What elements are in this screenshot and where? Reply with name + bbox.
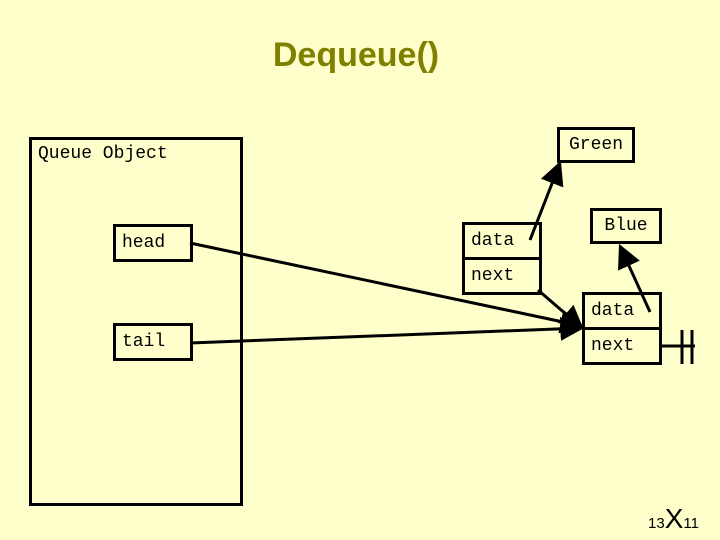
node1-next-cell: next bbox=[462, 257, 542, 295]
page-number-right: 11 bbox=[683, 515, 699, 532]
page-number-left: 13 bbox=[648, 515, 665, 532]
null-terminator-icon bbox=[662, 330, 695, 364]
queue-object-label: Queue Object bbox=[38, 144, 168, 164]
node2-data-pointer-line bbox=[618, 243, 652, 313]
queue-object-box bbox=[29, 137, 243, 506]
slide-title: Dequeue() bbox=[272, 36, 440, 74]
blue-value-box: Blue bbox=[590, 208, 662, 244]
node1-data-pointer-line bbox=[528, 160, 564, 241]
page-number: 13X11 bbox=[648, 503, 718, 535]
node2-next-cell: next bbox=[582, 327, 662, 365]
tail-pointer-line bbox=[189, 316, 585, 345]
head-pointer-line bbox=[189, 241, 585, 334]
node1-next-pointer-line bbox=[537, 288, 584, 330]
green-value-box: Green bbox=[557, 127, 635, 163]
page-number-mid: X bbox=[664, 503, 684, 534]
